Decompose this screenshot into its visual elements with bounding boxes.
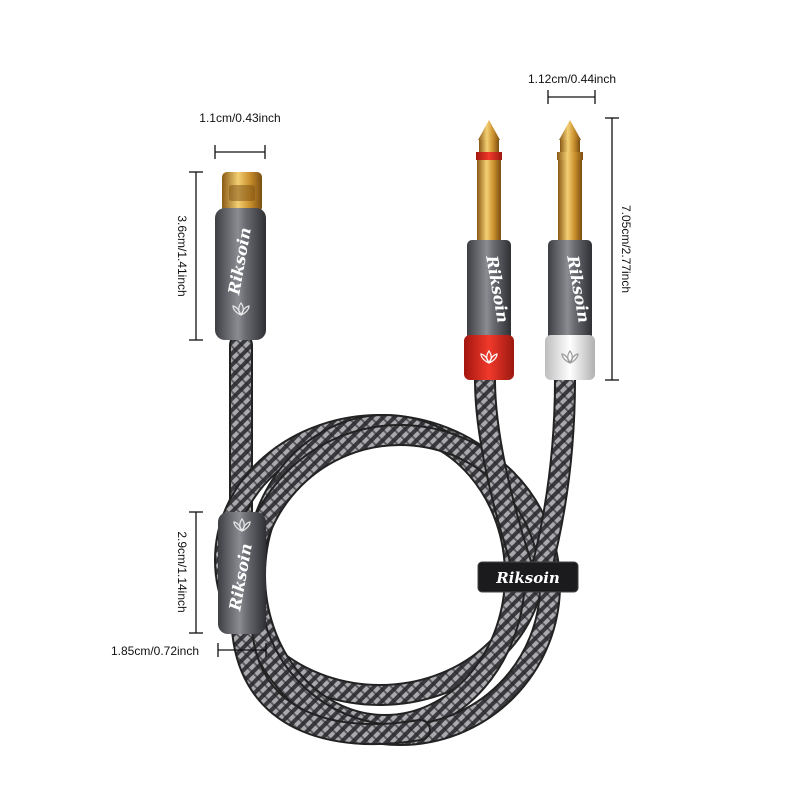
dimension-jack-length xyxy=(605,117,619,381)
lotus-logo-icon xyxy=(480,349,498,364)
label-jack-width: 1.12cm/0.44inch xyxy=(528,72,616,86)
dimension-usbc-width xyxy=(214,145,266,159)
label-usbc-length: 3.6cm/1.41inch xyxy=(175,215,189,296)
dimension-splitter-width xyxy=(217,643,267,657)
jack-plug-right: Riksoin xyxy=(545,120,595,380)
label-splitter-length: 2.9cm/1.14inch xyxy=(175,531,189,612)
label-splitter-width: 1.85cm/0.72inch xyxy=(111,644,199,658)
cable-tie-strap: Riksoin xyxy=(477,561,579,593)
dimension-splitter-length xyxy=(189,511,203,634)
dimension-usbc-length xyxy=(189,171,203,341)
strap-brand-text: Riksoin xyxy=(495,569,560,587)
jack-plug-left: Riksoin xyxy=(464,120,514,380)
splitter-housing: Riksoin xyxy=(218,512,266,634)
lotus-logo-icon xyxy=(561,349,579,364)
label-usbc-width: 1.1cm/0.43inch xyxy=(199,111,280,125)
dimension-jack-width xyxy=(547,90,596,104)
usb-c-connector: Riksoin xyxy=(215,172,266,340)
braided-cable xyxy=(214,333,576,746)
lotus-logo-icon xyxy=(232,301,250,316)
lotus-logo-icon xyxy=(233,517,251,532)
label-jack-length: 7.05cm/2.77inch xyxy=(619,205,633,293)
